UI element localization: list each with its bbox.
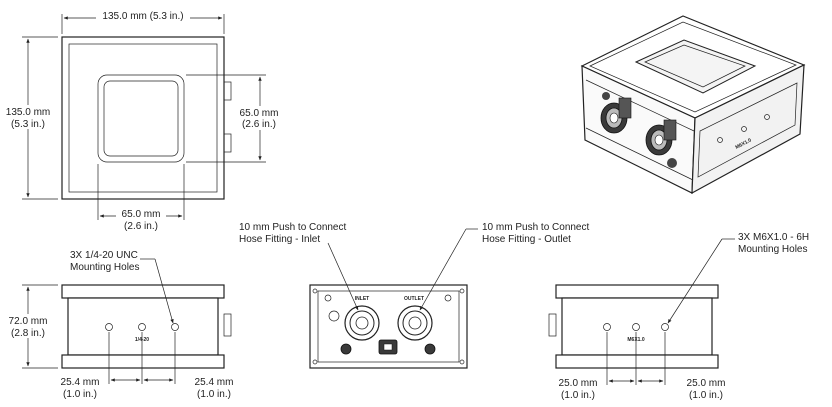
top-width-label: 135.0 mm (5.3 in.) <box>102 11 183 22</box>
iso-fitting-outlet <box>645 119 677 156</box>
front-connector-right <box>424 343 436 355</box>
left-spacing-left-in: (1.0 in.) <box>63 389 97 400</box>
right-spacing-left-in: (1.0 in.) <box>561 390 595 401</box>
front-label-inlet: INLET <box>355 296 369 302</box>
top-view: 135.0 mm (5.3 in.) 135.0 mm (5.3 in.) 65… <box>5 9 282 232</box>
window-width-label-in: (2.6 in.) <box>124 221 158 232</box>
iso-mount-hole-3 <box>764 114 770 120</box>
left-callout-line1: 3X 1/4-20 UNC <box>70 250 138 261</box>
top-fitting-upper <box>223 81 232 101</box>
right-side-view: M6X1.0 3X M6X1.0 - 6H Mounting Holes 25.… <box>548 232 809 401</box>
top-window-inner <box>103 80 179 157</box>
inlet-callout-line1: 10 mm Push to Connect <box>239 222 346 233</box>
front-connector-left <box>340 343 352 355</box>
iso-small-port-upper <box>602 92 610 100</box>
left-side-fitting <box>223 313 232 337</box>
front-outline <box>309 284 468 369</box>
top-height-label-in: (5.3 in.) <box>11 119 45 130</box>
inlet-callout-leader <box>327 242 359 311</box>
right-spacing-right-mm: 25.0 mm <box>687 378 726 389</box>
right-side-fitting <box>548 313 557 337</box>
right-callout-leader <box>667 238 723 324</box>
top-view-inner-outline <box>68 43 218 193</box>
front-label-outlet: OUTLET <box>404 296 424 302</box>
right-callout-line2: Mounting Holes <box>738 244 807 255</box>
right-spacing-left-mm: 25.0 mm <box>559 378 598 389</box>
outlet-callout-line1: 10 mm Push to Connect <box>482 222 589 233</box>
window-height-label-in: (2.6 in.) <box>242 119 276 130</box>
right-mount-hole-2 <box>632 323 640 331</box>
left-bottom-flange <box>61 354 225 369</box>
right-top-flange <box>555 284 719 299</box>
front-view: INLET OUTLET 10 mm Push to Connect Hose … <box>239 222 589 369</box>
right-mount-hole-3 <box>661 323 669 331</box>
front-inner-outline <box>317 290 460 363</box>
left-callout-line2: Mounting Holes <box>70 262 139 273</box>
top-height-label-mm: 135.0 mm <box>6 107 50 118</box>
right-bottom-flange <box>555 354 719 369</box>
left-mount-hole-1 <box>105 323 113 331</box>
iso-mount-hole-2 <box>741 126 747 132</box>
left-height-label-mm: 72.0 mm <box>9 316 48 327</box>
left-spacing-right-mm: 25.4 mm <box>195 377 234 388</box>
top-fitting-lower <box>223 133 232 153</box>
iso-small-port-lower <box>667 158 677 168</box>
window-width-label-mm: 65.0 mm <box>122 209 161 220</box>
top-view-outline <box>61 36 225 200</box>
left-callout-leader <box>154 258 174 324</box>
front-screw-top-right <box>444 294 452 302</box>
iso-fitting-inlet <box>600 97 632 134</box>
right-mount-hole-1 <box>603 323 611 331</box>
inlet-callout-line2: Hose Fitting - Inlet <box>239 234 320 245</box>
right-spacing-right-in: (1.0 in.) <box>689 390 723 401</box>
left-spacing-right-in: (1.0 in.) <box>197 389 231 400</box>
front-fitting-outlet <box>397 305 433 341</box>
outlet-callout-line2: Hose Fitting - Outlet <box>482 234 571 245</box>
left-mount-hole-3 <box>171 323 179 331</box>
front-fitting-inlet <box>344 305 380 341</box>
isometric-view: M6X1.0 <box>580 15 806 195</box>
left-body <box>67 297 219 356</box>
iso-right-face <box>691 64 805 195</box>
left-top-flange <box>61 284 225 299</box>
right-callout-line1: 3X M6X1.0 - 6H <box>738 232 809 243</box>
window-height-label-mm: 65.0 mm <box>240 108 279 119</box>
iso-mount-hole-1 <box>717 137 723 143</box>
front-screw-top-left <box>324 294 332 302</box>
left-spacing-left-mm: 25.4 mm <box>61 377 100 388</box>
front-small-hole-left <box>328 310 340 322</box>
left-height-label-in: (2.8 in.) <box>11 328 45 339</box>
top-window-outer <box>97 74 185 163</box>
right-body <box>561 297 713 356</box>
left-side-view: 1/4-20 3X 1/4-20 UNC Mounting Holes 72.0… <box>6 250 233 400</box>
outlet-callout-leader <box>419 228 467 311</box>
left-mount-hole-2 <box>138 323 146 331</box>
